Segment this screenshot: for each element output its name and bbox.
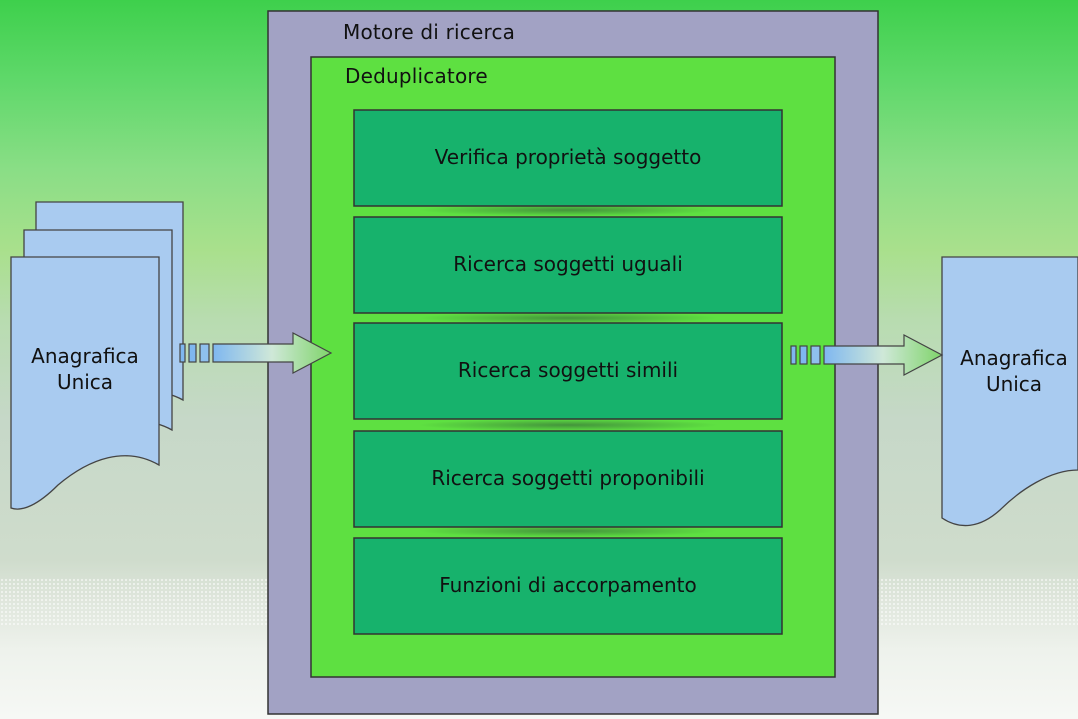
step-box-accorpamento: [353, 537, 783, 635]
step-label-verifica-proprieta: Verifica proprietà soggetto: [434, 145, 702, 169]
document-page: [941, 256, 1078, 527]
step-gap-shadow: [418, 525, 718, 537]
input-document-line2: Unica: [56, 370, 114, 394]
output-arrow: [790, 334, 944, 376]
output-document-line1: Anagrafica: [960, 346, 1068, 370]
step-label-ricerca-uguali: Ricerca soggetti uguali: [453, 252, 683, 276]
document-page-front: [10, 256, 160, 510]
step-label-ricerca-proponibili: Ricerca soggetti proponibili: [431, 466, 705, 490]
step-label-ricerca-simili: Ricerca soggetti simili: [457, 358, 679, 382]
arrow-body: [823, 334, 944, 376]
step-gap-shadow: [418, 312, 718, 324]
output-document: [941, 256, 1078, 527]
output-document-line2: Unica: [985, 372, 1043, 396]
step-box-verifica-proprieta: [353, 109, 783, 207]
input-document-label: Anagrafica Unica: [11, 343, 159, 395]
step-gap-shadow: [418, 419, 718, 431]
arrow-segment: [188, 343, 197, 363]
step-box-ricerca-simili: [353, 322, 783, 420]
step-box-ricerca-proponibili: [353, 430, 783, 528]
input-arrow: [179, 332, 333, 374]
input-document-line1: Anagrafica: [31, 344, 139, 368]
arrow-segment: [179, 343, 186, 363]
arrow-body: [212, 332, 333, 374]
arrow-segment: [799, 345, 808, 365]
arrow-segment: [199, 343, 210, 363]
search-engine-title: Motore di ricerca: [343, 20, 516, 44]
step-gap-shadow: [418, 204, 718, 216]
step-box-ricerca-uguali: [353, 216, 783, 314]
input-document-stack: [10, 201, 184, 510]
arrow-segment: [790, 345, 797, 365]
output-document-label: Anagrafica Unica: [950, 345, 1078, 397]
arrow-segment: [810, 345, 821, 365]
step-label-accorpamento: Funzioni di accorpamento: [439, 573, 697, 597]
deduplicator-title: Deduplicatore: [345, 64, 488, 88]
